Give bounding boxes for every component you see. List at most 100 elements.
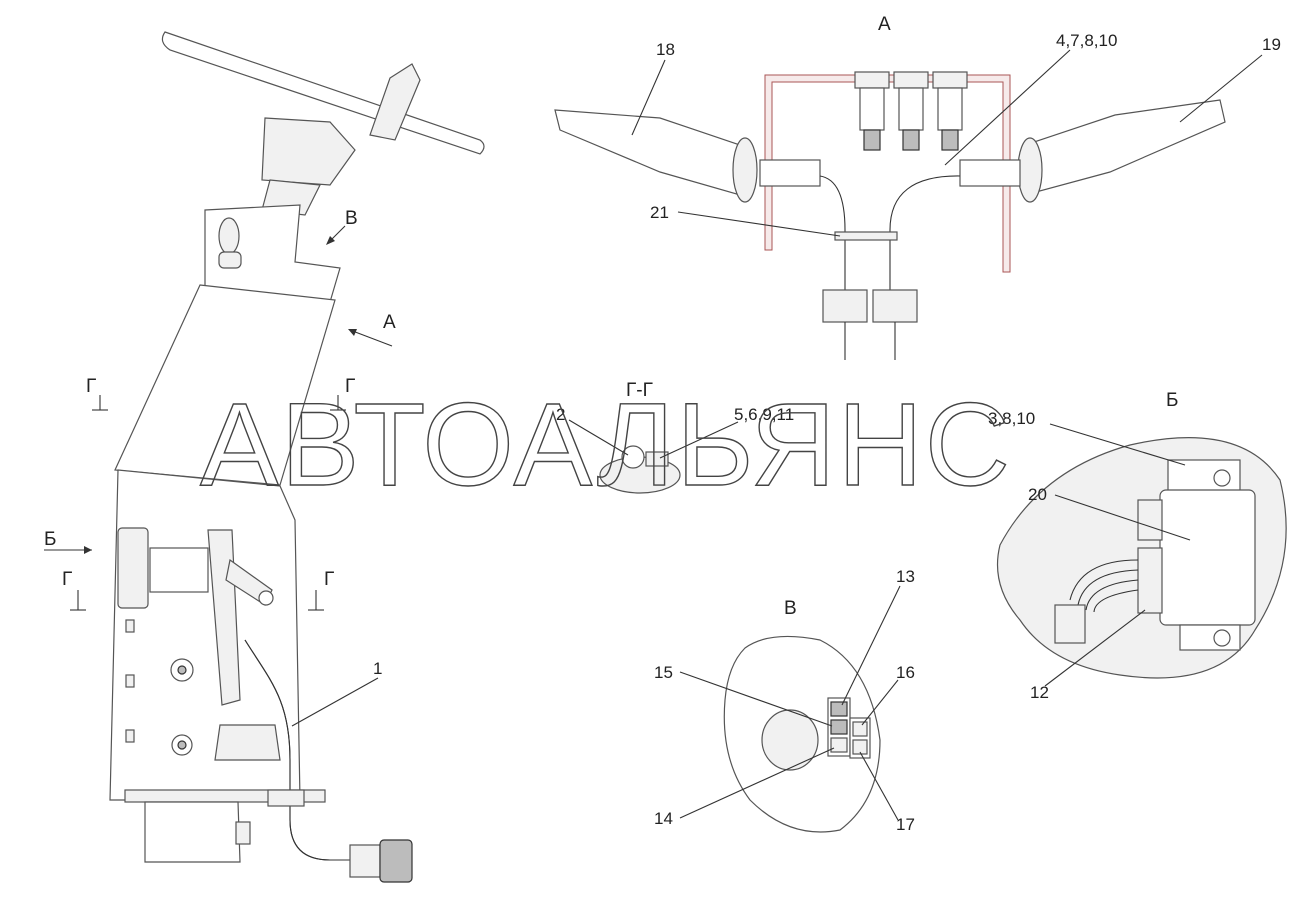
label-20: 20: [1028, 485, 1047, 504]
relay-wires: [1069, 559, 1139, 613]
relay-body: [1159, 489, 1256, 626]
button-17-icon: [852, 739, 868, 755]
section-g-ring: [621, 445, 645, 469]
button-13-icon: [830, 701, 848, 717]
section-mark-g-right: Г: [345, 376, 355, 397]
column-shroud: [114, 284, 336, 486]
view-b-title: Б: [1166, 390, 1178, 411]
cable-tie: [834, 231, 898, 241]
switch-terminal-2: [902, 129, 920, 151]
wheel-hub: [261, 117, 356, 186]
relay-hole-top: [1213, 469, 1231, 487]
leader-15: [679, 671, 833, 727]
relay-hole-bottom: [1213, 629, 1231, 647]
view-v-hub: [761, 709, 819, 771]
view-b: Б 3,8,10 20 12: [988, 390, 1287, 702]
label-18: 18: [656, 40, 675, 59]
leader-4-7-8-10: [944, 49, 1071, 166]
plug-ring: [379, 839, 413, 883]
label-19: 19: [1262, 35, 1281, 54]
right-stalk-mount: [959, 159, 1021, 187]
mechanism-block: [214, 724, 281, 761]
view-v: В 13 15 16 14 17: [654, 567, 915, 834]
lower-fitting: [235, 821, 251, 845]
switch-cap-2: [893, 71, 929, 89]
connector-a1: [822, 289, 868, 323]
view-arrow-a: [349, 329, 393, 347]
screw-3: [125, 729, 135, 743]
leader-1: [291, 677, 379, 727]
button-14-icon: [830, 737, 848, 753]
section-markers-main: Г Г В А Б Г Г 1: [44, 208, 396, 727]
switch-body-2: [898, 87, 924, 131]
view-a-housing: [764, 74, 1011, 273]
switch-body-3: [937, 87, 963, 131]
switch-group: [854, 71, 968, 151]
section-g-terminal: [645, 451, 669, 467]
section-mark-g-lower-left: Г: [62, 569, 72, 590]
main-assembly: [109, 31, 485, 883]
switch-cap-1: [854, 71, 890, 89]
label-1: 1: [373, 659, 382, 678]
leader-13: [841, 585, 901, 706]
screw-1: [125, 619, 135, 633]
leader-21: [677, 211, 841, 237]
view-v-title: В: [784, 598, 797, 619]
leader-16: [861, 679, 899, 726]
wheel-spoke: [369, 63, 421, 141]
connector-tails: [844, 322, 896, 360]
view-arrow-v-label: В: [345, 208, 358, 229]
arrow-head: [84, 546, 92, 554]
label-2: 2: [556, 405, 565, 424]
label-4-7-8-10: 4,7,8,10: [1056, 31, 1117, 50]
button-15-icon: [830, 719, 848, 735]
section-g-g: Г-Г 2 5,6,9,11: [556, 380, 794, 494]
label-17: 17: [896, 815, 915, 834]
button-16-icon: [852, 721, 868, 737]
label-3-8-10: 3,8,10: [988, 409, 1035, 428]
view-a: А 18 19 4: [554, 14, 1281, 360]
leader-5-6-9-11: [659, 421, 739, 459]
leader-19: [1179, 54, 1263, 123]
lower-body: [144, 801, 241, 863]
label-16: 16: [896, 663, 915, 682]
left-stalk-mount: [759, 159, 821, 187]
bracket-block: [149, 547, 209, 593]
leader-17: [859, 751, 899, 821]
right-stalk-lever: [1024, 99, 1226, 196]
leader-18: [631, 59, 666, 136]
label-15: 15: [654, 663, 673, 682]
harness-left: [819, 175, 846, 290]
cable-clip: [267, 789, 305, 807]
section-mark-g-left: Г: [86, 376, 96, 397]
leader-20: [1054, 494, 1191, 541]
view-arrow-a-label: А: [383, 312, 396, 333]
relay-socket-2: [1137, 547, 1163, 614]
relay-socket-1: [1137, 499, 1163, 541]
connector-left: [117, 527, 149, 609]
link-pin: [258, 590, 274, 606]
right-stalk-boot: [1017, 137, 1043, 203]
knob-base: [218, 251, 242, 269]
left-stalk-lever: [554, 109, 741, 196]
bolt-upper-core: [177, 665, 187, 675]
label-5-6-9-11: 5,6,9,11: [734, 405, 794, 424]
arrow-head: [326, 236, 335, 245]
label-21: 21: [650, 203, 669, 222]
label-12: 12: [1030, 683, 1049, 702]
switch-body-1: [859, 87, 885, 131]
label-13: 13: [896, 567, 915, 586]
connector-a2: [872, 289, 918, 323]
plug-body: [349, 844, 381, 878]
section-g-g-title: Г-Г: [626, 380, 653, 401]
section-mark-g-lower-right: Г: [324, 569, 334, 590]
view-a-title: А: [878, 14, 891, 35]
leader-12: [1044, 609, 1146, 687]
screw-2: [125, 674, 135, 688]
harness-right: [889, 175, 961, 290]
switch-terminal-3: [941, 129, 959, 151]
switch-cap-3: [932, 71, 968, 89]
switch-terminal-1: [863, 129, 881, 151]
